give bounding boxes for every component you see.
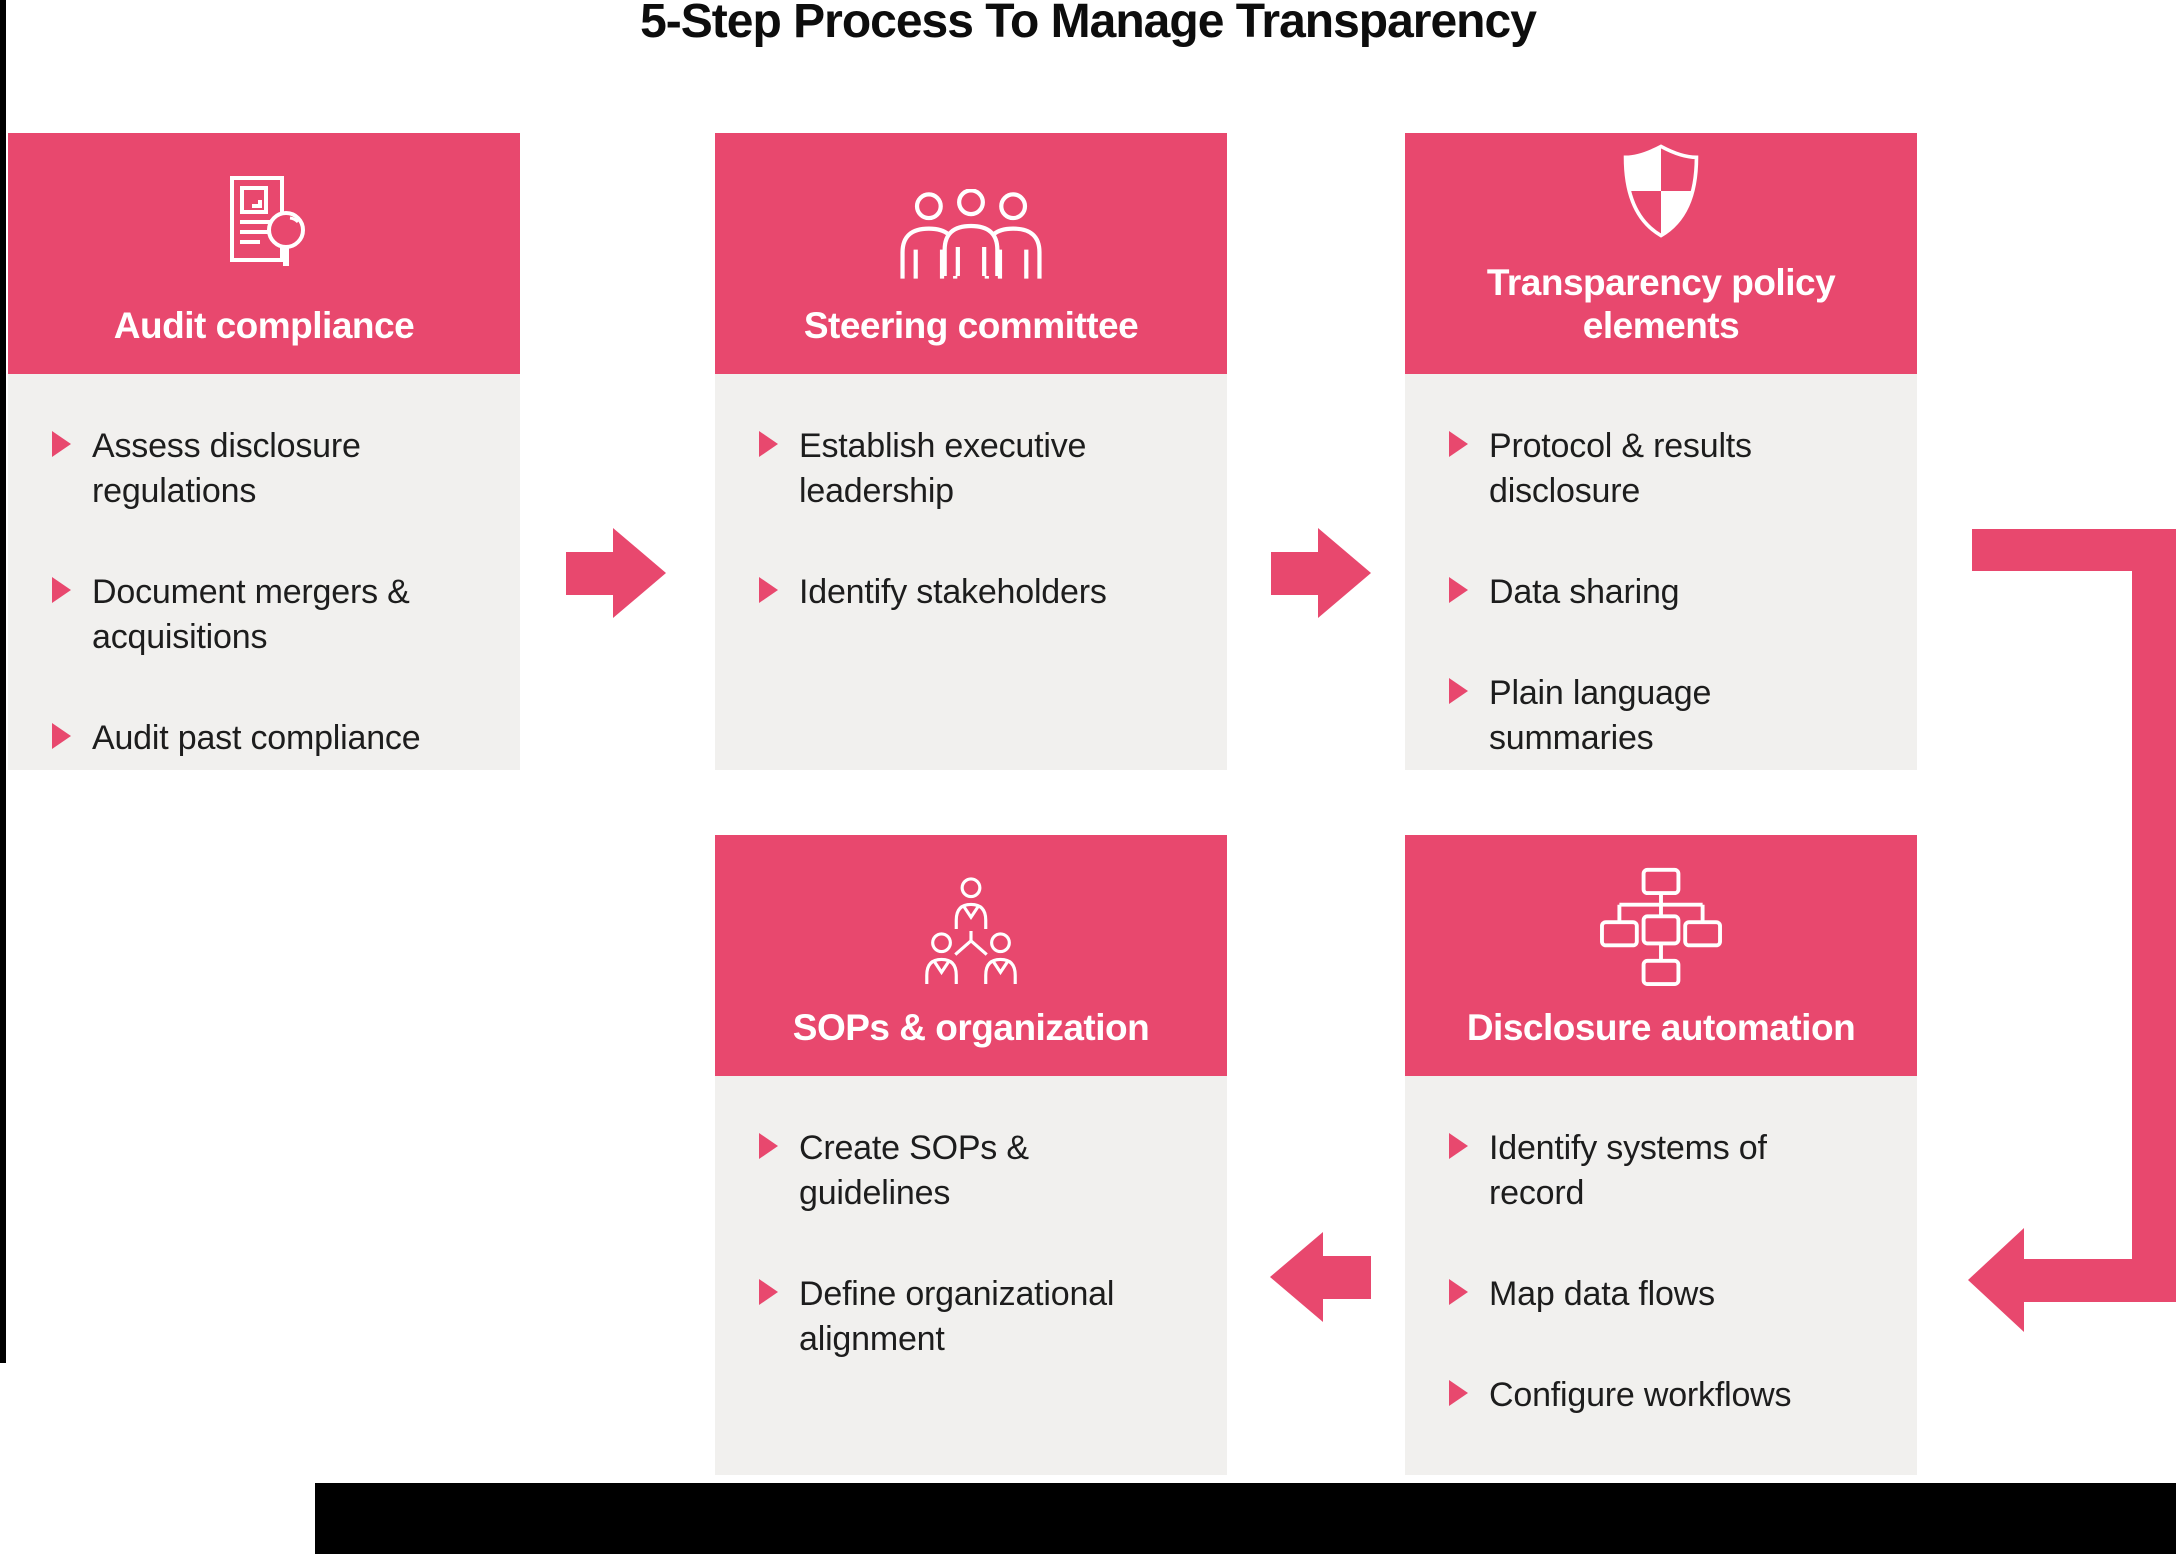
- card-header: Disclosure automation: [1405, 835, 1917, 1076]
- card-title: Steering committee: [803, 305, 1139, 347]
- connector-arrowhead-left-icon: [1968, 1228, 2024, 1332]
- arrow-left-icon: [1270, 1232, 1371, 1322]
- card-sops-organization: SOPs & organization Create SOPs & guidel…: [715, 835, 1227, 1475]
- list-item: Create SOPs & guidelines: [759, 1126, 1191, 1216]
- list-item: Audit past compliance: [52, 716, 484, 761]
- bottom-black-bar: [315, 1483, 2176, 1554]
- triangle-bullet-icon: [759, 431, 778, 457]
- card-body: Protocol & results disclosure Data shari…: [1405, 374, 1917, 770]
- page-title: 5-Step Process To Manage Transparency: [640, 0, 1537, 48]
- card-audit-compliance: Audit compliance Assess disclosure regul…: [8, 133, 520, 770]
- triangle-bullet-icon: [1449, 576, 1468, 603]
- card-header: Steering committee: [715, 133, 1227, 374]
- card-title: SOPs & organization: [792, 1007, 1150, 1049]
- triangle-bullet-icon: [1449, 1133, 1468, 1159]
- card-disclosure-automation: Disclosure automation Identify systems o…: [1405, 835, 1917, 1475]
- card-body: Assess disclosure regulations Document m…: [8, 374, 520, 770]
- card-title: Transparency policy elements: [1486, 261, 1836, 347]
- triangle-bullet-icon: [759, 1278, 778, 1305]
- card-title: Audit compliance: [113, 305, 415, 347]
- list-item: Plain language summaries: [1449, 671, 1881, 761]
- shield-icon: [1623, 144, 1699, 238]
- triangle-bullet-icon: [52, 722, 71, 749]
- connector-horizontal-bottom: [2022, 1259, 2176, 1302]
- card-steering-committee: Steering committee Establish executive l…: [715, 133, 1227, 770]
- card-title: Disclosure automation: [1466, 1007, 1856, 1049]
- triangle-bullet-icon: [1449, 431, 1468, 457]
- card-header: Transparency policy elements: [1405, 133, 1917, 374]
- card-header: SOPs & organization: [715, 835, 1227, 1076]
- card-body: Establish executive leadership Identify …: [715, 374, 1227, 770]
- left-edge-bar: [0, 0, 6, 1363]
- triangle-bullet-icon: [1449, 1379, 1468, 1406]
- triangle-bullet-icon: [759, 1133, 778, 1159]
- list-item: Protocol & results disclosure: [1449, 424, 1881, 514]
- card-body: Identify systems of record Map data flow…: [1405, 1076, 1917, 1475]
- list-item: Define organizational alignment: [759, 1272, 1191, 1362]
- triangle-bullet-icon: [1449, 677, 1468, 704]
- org-hierarchy-icon: [925, 877, 1017, 985]
- flowchart-icon: [1600, 868, 1722, 987]
- list-item: Map data flows: [1449, 1272, 1881, 1317]
- people-group-icon: [900, 189, 1042, 279]
- triangle-bullet-icon: [1449, 1278, 1468, 1305]
- list-item: Establish executive leadership: [759, 424, 1191, 514]
- list-item: Identify stakeholders: [759, 570, 1191, 615]
- list-item: Document mergers & acquisitions: [52, 570, 484, 660]
- list-item: Identify systems of record: [1449, 1126, 1881, 1216]
- triangle-bullet-icon: [52, 576, 71, 603]
- triangle-bullet-icon: [759, 576, 778, 603]
- arrow-right-icon: [566, 528, 666, 618]
- list-item: Assess disclosure regulations: [52, 424, 484, 514]
- document-magnifier-icon: [230, 176, 305, 267]
- card-transparency-policy-elements: Transparency policy elements Protocol & …: [1405, 133, 1917, 770]
- connector-vertical: [2132, 529, 2176, 1302]
- list-item: Data sharing: [1449, 570, 1881, 615]
- arrow-right-icon: [1271, 528, 1371, 618]
- list-item: Configure workflows: [1449, 1373, 1881, 1418]
- card-body: Create SOPs & guidelines Define organiza…: [715, 1076, 1227, 1475]
- triangle-bullet-icon: [52, 431, 71, 457]
- card-header: Audit compliance: [8, 133, 520, 374]
